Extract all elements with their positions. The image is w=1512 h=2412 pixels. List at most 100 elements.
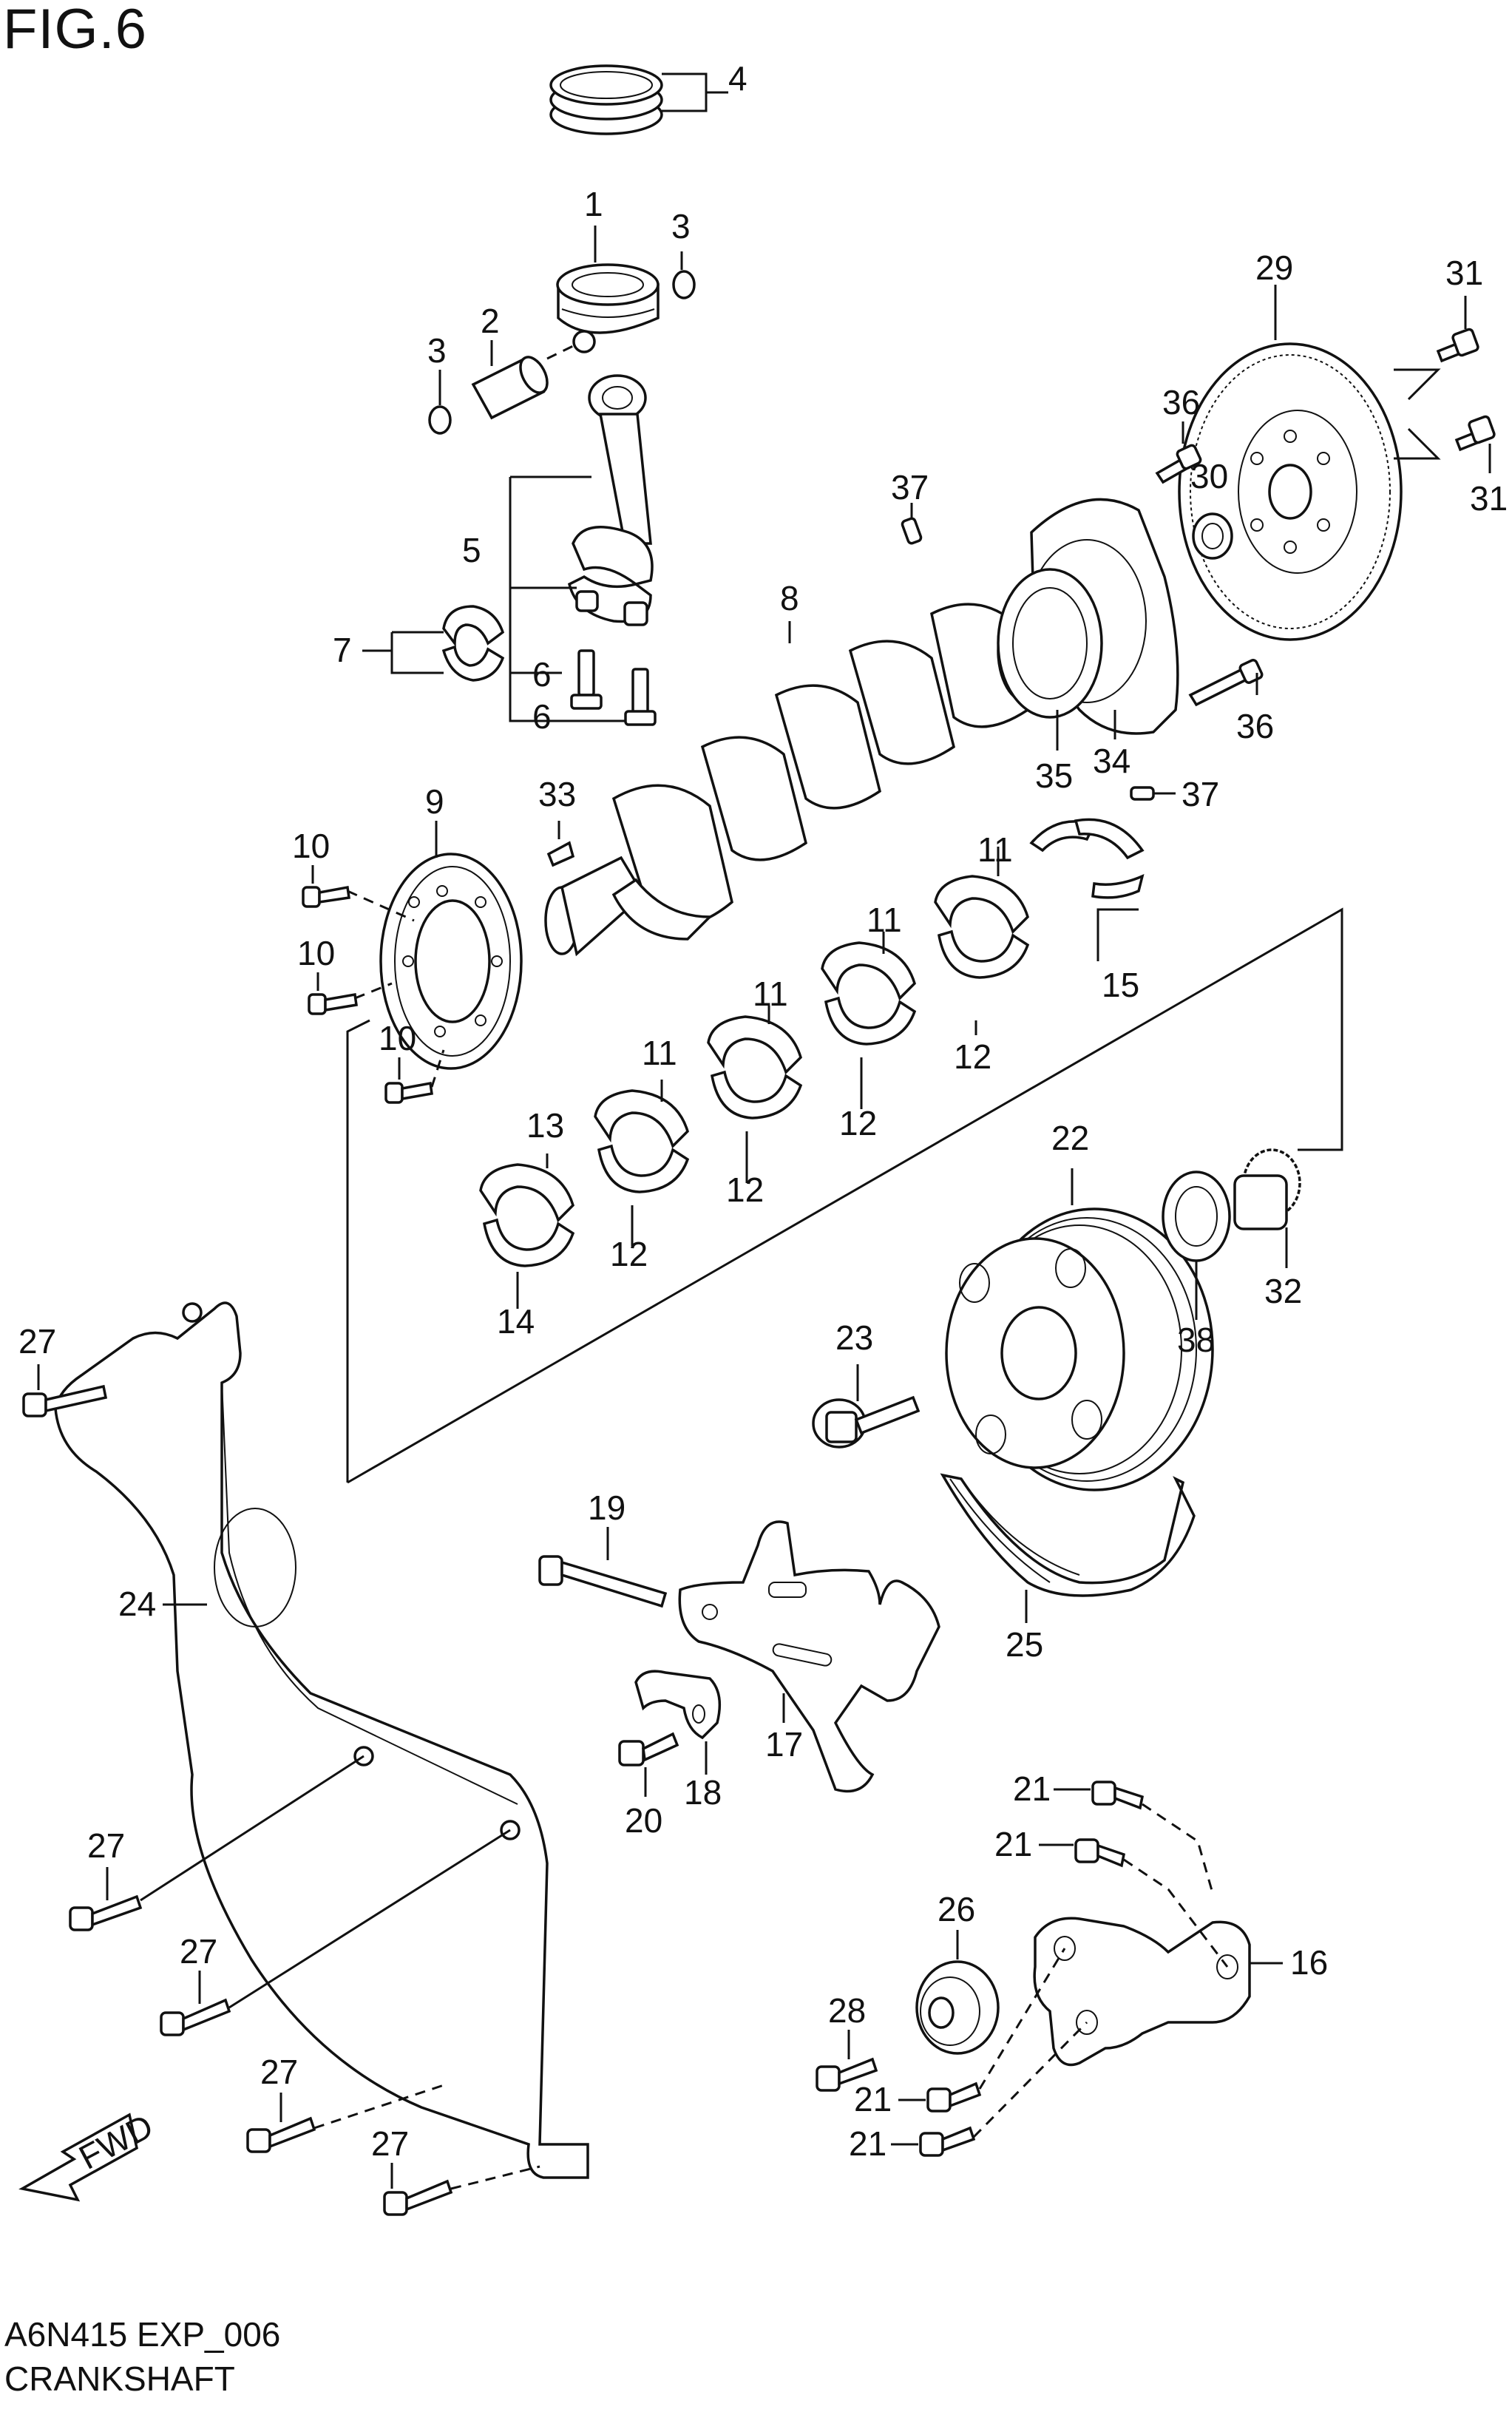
- rod-bearing: [441, 605, 505, 682]
- callout-21: 21: [1013, 1769, 1051, 1808]
- callout-36: 36: [1236, 707, 1274, 745]
- callout-11: 11: [642, 1034, 677, 1072]
- callout-29: 29: [1255, 248, 1293, 287]
- belt-tensioner-bracket: [1033, 1917, 1251, 2067]
- connecting-rod: [567, 374, 654, 626]
- crankshaft-pulley: [945, 1207, 1214, 1491]
- sensor-plate-bolt: [302, 885, 350, 908]
- bracket-bolt-short: [618, 1732, 679, 1766]
- sensor-plate-bolt: [308, 992, 358, 1015]
- cover-bolt: [160, 1998, 231, 2036]
- callout-21: 21: [854, 2080, 892, 2118]
- tensioner-bolt: [1091, 1781, 1145, 1810]
- callout-13: 13: [526, 1106, 564, 1145]
- piston-pin-clip: [672, 270, 696, 299]
- tensioner-bolt: [1074, 1838, 1126, 1868]
- cover-bolt: [383, 2179, 453, 2216]
- callout-14: 14: [497, 1302, 535, 1341]
- callout-38: 38: [1177, 1321, 1215, 1359]
- callout-25: 25: [1006, 1625, 1043, 1664]
- callout-6: 6: [532, 655, 552, 694]
- diagram-code: A6N415 EXP_006: [4, 2315, 281, 2354]
- callout-33: 33: [538, 775, 576, 813]
- pulley-bolt: [812, 1395, 921, 1449]
- callout-21: 21: [994, 1825, 1032, 1863]
- figure-title: FIG.6: [3, 0, 148, 61]
- callout-7: 7: [333, 631, 352, 669]
- cover-bolt: [69, 1894, 143, 1931]
- callout-27: 27: [87, 1826, 125, 1865]
- drive-plate-bolt: [1155, 444, 1202, 484]
- pilot-bushing: [1192, 512, 1233, 560]
- fwd-label: FWD: [72, 2107, 159, 2177]
- callout-31: 31: [1470, 479, 1508, 518]
- engine-bracket: [678, 1520, 940, 1793]
- callout-34: 34: [1093, 742, 1130, 780]
- callout-10: 10: [379, 1019, 416, 1057]
- callout-22: 22: [1051, 1119, 1089, 1157]
- callout-11: 11: [977, 830, 1013, 869]
- dowel-pin: [901, 517, 923, 545]
- callout-3: 3: [671, 207, 691, 245]
- rod-bolt: [570, 649, 603, 710]
- callout-10: 10: [297, 934, 335, 972]
- callout-9: 9: [425, 782, 444, 821]
- bracket-bolt: [538, 1555, 668, 1608]
- callout-27: 27: [371, 2124, 409, 2163]
- v-ribbed-belt: [940, 1473, 1196, 1597]
- callout-6: 6: [532, 697, 552, 736]
- callout-2: 2: [481, 302, 500, 340]
- crankshaft-key: [546, 841, 575, 867]
- flywheel-bolt: [1454, 415, 1496, 452]
- callout-11: 11: [753, 975, 788, 1013]
- forward-direction-arrow: [18, 2113, 138, 2202]
- callout-10: 10: [292, 827, 330, 865]
- callout-12: 12: [839, 1104, 877, 1142]
- callout-26: 26: [938, 1890, 975, 1928]
- front-oil-seal: [1162, 1171, 1231, 1262]
- callout-27: 27: [18, 1322, 56, 1361]
- callout-24: 24: [118, 1585, 156, 1623]
- callout-30: 30: [1190, 457, 1228, 495]
- callout-21: 21: [849, 2124, 886, 2163]
- housing-bolt: [1188, 659, 1264, 707]
- callout-1: 1: [584, 185, 603, 223]
- sensor-plate-bolt: [384, 1081, 433, 1104]
- tensioner-bolt: [919, 2126, 976, 2157]
- callout-11: 11: [867, 901, 902, 939]
- diagram-name: CRANKSHAFT: [4, 2360, 235, 2398]
- main-bearing-set: [479, 818, 1145, 1267]
- callout-20: 20: [625, 1801, 662, 1840]
- piston-pin: [471, 356, 549, 420]
- crankshaft-timing-sprocket: [1233, 1148, 1301, 1230]
- callout-18: 18: [684, 1773, 722, 1812]
- callout-28: 28: [828, 1991, 866, 2030]
- rod-bolt: [624, 668, 657, 726]
- cover-bolt: [246, 2116, 316, 2153]
- callout-27: 27: [180, 1932, 217, 1971]
- cover-bolt: [22, 1384, 108, 1417]
- piston-rings: [549, 64, 663, 135]
- callout-31: 31: [1445, 254, 1483, 292]
- idler-pulley: [915, 1960, 1000, 2055]
- callout-16: 16: [1290, 1943, 1328, 1982]
- callout-8: 8: [780, 579, 799, 617]
- drive-plate-flywheel: [1178, 342, 1403, 641]
- callout-3: 3: [427, 331, 447, 370]
- tensioner-bolt: [926, 2081, 982, 2113]
- crankshaft-sensor-plate: [379, 853, 523, 1070]
- callout-23: 23: [835, 1318, 873, 1357]
- callout-37: 37: [1182, 775, 1219, 813]
- flywheel-bolt: [1436, 328, 1479, 363]
- callout-4: 4: [728, 59, 747, 98]
- piston-pin-clip: [428, 405, 452, 435]
- callout-32: 32: [1264, 1272, 1302, 1310]
- crankshaft: [544, 597, 1059, 957]
- callout-36: 36: [1162, 383, 1200, 421]
- callout-5: 5: [462, 531, 481, 569]
- callout-12: 12: [954, 1037, 991, 1076]
- idler-bolt: [816, 2057, 878, 2092]
- callout-27: 27: [260, 2053, 298, 2091]
